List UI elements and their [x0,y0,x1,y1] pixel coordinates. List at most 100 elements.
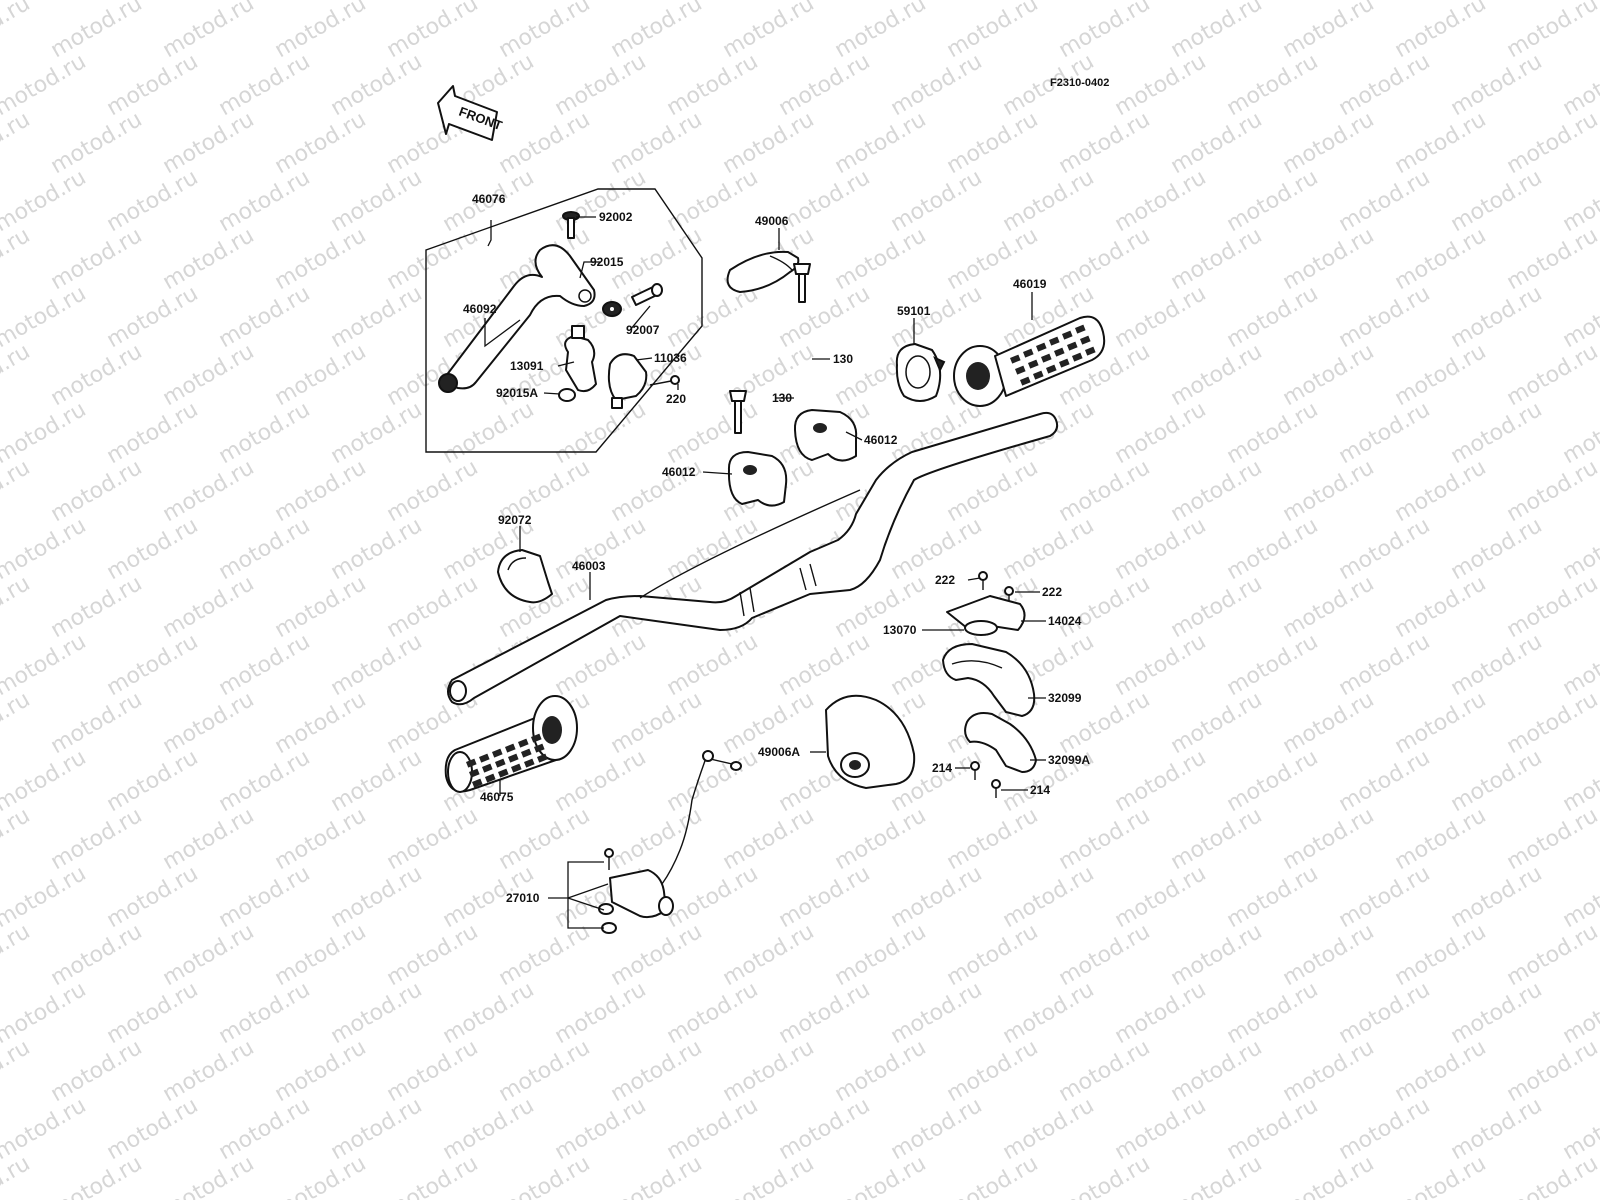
watermark-text: motod.ru [1559,397,1600,469]
screw-214-right [991,779,1001,798]
label-46092: 46092 [463,302,497,316]
watermark-text: motod.ru [999,977,1099,1049]
watermark-text: motod.ru [831,1035,931,1107]
watermark-text: motod.ru [495,919,595,991]
watermark-text: motod.ru [1223,977,1323,1049]
watermark-text: motod.ru [775,1093,875,1165]
watermark-text: motod.ru [383,223,483,295]
watermark-text: motod.ru [495,803,595,875]
label-214-right: 214 [1030,783,1050,797]
watermark-text: motod.ru [607,107,707,179]
watermark-text: motod.ru [1167,339,1267,411]
watermark-text: motod.ru [495,1151,595,1200]
watermark-text: motod.ru [1111,281,1211,353]
watermark-text: motod.ru [1111,513,1211,585]
watermark-text: motod.ru [999,513,1099,585]
front-arrow: FRONT [437,85,504,141]
watermark-text: motod.ru [663,165,763,237]
watermark-text: motod.ru [1279,803,1379,875]
watermark-text: motod.ru [887,861,987,933]
watermark-text: motod.ru [1167,107,1267,179]
watermark-text: motod.ru [663,49,763,121]
watermark-text: motod.ru [103,745,203,817]
watermark-text: motod.ru [1559,861,1600,933]
watermark-text: motod.ru [719,919,819,991]
label-46076: 46076 [472,192,506,206]
watermark-text: motod.ru [159,223,259,295]
watermark-text: motod.ru [775,977,875,1049]
watermark-text: motod.ru [943,455,1043,527]
watermark-text: motod.ru [943,1151,1043,1200]
leader-lines [484,216,1046,929]
watermark-text: motod.ru [1559,49,1600,121]
watermark-text: motod.ru [1559,629,1600,701]
watermark-text: motod.ru [1223,629,1323,701]
watermark-text: motod.ru [663,629,763,701]
watermark-text: motod.ru [47,0,147,63]
watermark-text: motod.ru [215,281,315,353]
watermark-text: motod.ru [327,513,427,585]
watermark-text: motod.ru [831,107,931,179]
watermark-text: motod.ru [0,339,34,411]
watermark-text: motod.ru [1447,629,1547,701]
watermark-text: motod.ru [271,571,371,643]
label-32099A: 32099A [1048,753,1090,767]
watermark-text: motod.ru [47,339,147,411]
watermark-text: motod.ru [1279,223,1379,295]
screw-222-left [978,571,988,590]
bolt-130-lower [729,390,747,434]
screw-220 [649,375,680,386]
watermark-text: motod.ru [1055,107,1155,179]
watermark-text: motod.ru [0,1093,90,1165]
screw-222-right [1004,586,1014,605]
watermark-text: motod.ru [1279,107,1379,179]
watermark-text: motod.ru [1223,513,1323,585]
watermark-text: motod.ru [383,919,483,991]
watermark-text: motod.ru [1447,49,1547,121]
watermark-text: motod.ru [1335,629,1435,701]
label-130-upper: 130 [833,352,853,366]
watermark-text: motod.ru [103,49,203,121]
watermark-text: motod.ru [1167,803,1267,875]
watermark-text: motod.ru [887,49,987,121]
watermark-text: motod.ru [1447,281,1547,353]
watermark-text: motod.ru [1503,1035,1600,1107]
watermark-text: motod.ru [0,1035,34,1107]
watermark-text: motod.ru [831,223,931,295]
washer-13070 [964,620,998,636]
watermark-text: motod.ru [47,571,147,643]
watermark-text: motod.ru [1111,745,1211,817]
watermark-text: motod.ru [159,339,259,411]
watermark-text: motod.ru [775,165,875,237]
watermark-text: motod.ru [1055,1035,1155,1107]
figure-code: F2310-0402 [1050,77,1109,89]
watermark-text: motod.ru [1335,165,1435,237]
label-46075: 46075 [480,790,514,804]
watermark-text: motod.ru [159,571,259,643]
watermark-text: motod.ru [1055,0,1155,63]
watermark-text: motod.ru [327,165,427,237]
watermark-text: motod.ru [47,455,147,527]
handlebar-46003 [447,411,1059,706]
watermark-text: motod.ru [47,687,147,759]
watermark-text: motod.ru [495,1035,595,1107]
band-92072 [497,549,553,604]
watermark-text: motod.ru [607,0,707,63]
watermark-text: motod.ru [1335,1093,1435,1165]
watermark-text: motod.ru [887,1093,987,1165]
watermark-text: motod.ru [719,107,819,179]
watermark-text: motod.ru [1335,49,1435,121]
lever-assembly-box [425,188,703,453]
watermark-text: motod.ru [1335,281,1435,353]
watermark-text: motod.ru [383,803,483,875]
watermark-text: motod.ru [0,977,90,1049]
watermark-text: motod.ru [1503,455,1600,527]
watermark-text: motod.ru [1503,223,1600,295]
watermark-text: motod.ru [1447,397,1547,469]
watermark-text: motod.ru [943,107,1043,179]
label-46003: 46003 [572,559,606,573]
watermark-text: motod.ru [1223,745,1323,817]
watermark-text: motod.ru [1391,107,1491,179]
watermark-text: motod.ru [1503,1151,1600,1200]
watermark-text: motod.ru [1391,919,1491,991]
